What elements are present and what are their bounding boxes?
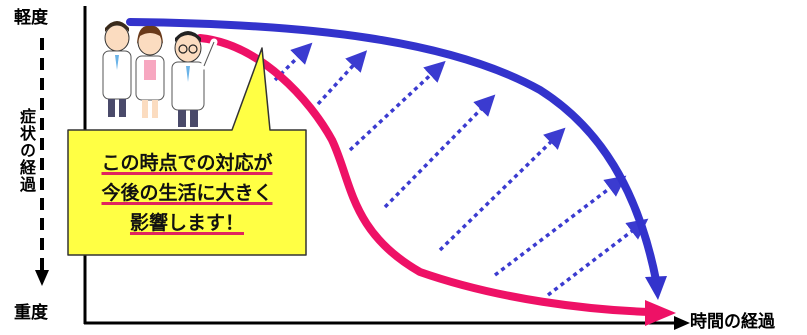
- callout-line-3: 影響します！: [129, 212, 244, 234]
- dotted-arrow-6: [493, 175, 627, 277]
- dotted-arrow-3: [348, 60, 446, 152]
- dotted-arrow-5: [438, 127, 566, 252]
- x-axis-title: 時間の経過: [690, 312, 775, 332]
- y-axis-dashed-arrowhead: [35, 270, 49, 286]
- dotted-arrow-1: [273, 42, 313, 82]
- doctor-1: [102, 21, 132, 117]
- good-outcome-arrowhead: [645, 276, 667, 300]
- x-axis-arrowhead: [674, 316, 690, 330]
- poor-outcome-arrowhead: [645, 300, 676, 326]
- good-outcome-curve: [126, 18, 660, 284]
- y-axis-top-label: 軽度: [14, 8, 48, 28]
- doctor-3: [171, 31, 218, 127]
- dotted-arrows: [273, 42, 649, 297]
- doctors-illustration: [102, 21, 218, 127]
- poor-outcome-curve: [196, 34, 654, 316]
- dotted-arrow-2: [316, 50, 368, 106]
- callout-balloon: [67, 47, 307, 256]
- dotted-arrow-4: [383, 94, 496, 209]
- doctor-2: [135, 25, 165, 118]
- y-axis-bottom-label: 重度: [14, 303, 48, 323]
- callout-line-2: 今後の生活に大きく: [101, 182, 273, 204]
- callout-text: この時点での対応が 今後の生活に大きく 影響します！: [72, 148, 302, 238]
- y-axis-title: 症状の経過: [17, 108, 36, 193]
- dotted-arrow-7: [546, 218, 649, 297]
- callout-line-1: この時点での対応が: [101, 152, 273, 174]
